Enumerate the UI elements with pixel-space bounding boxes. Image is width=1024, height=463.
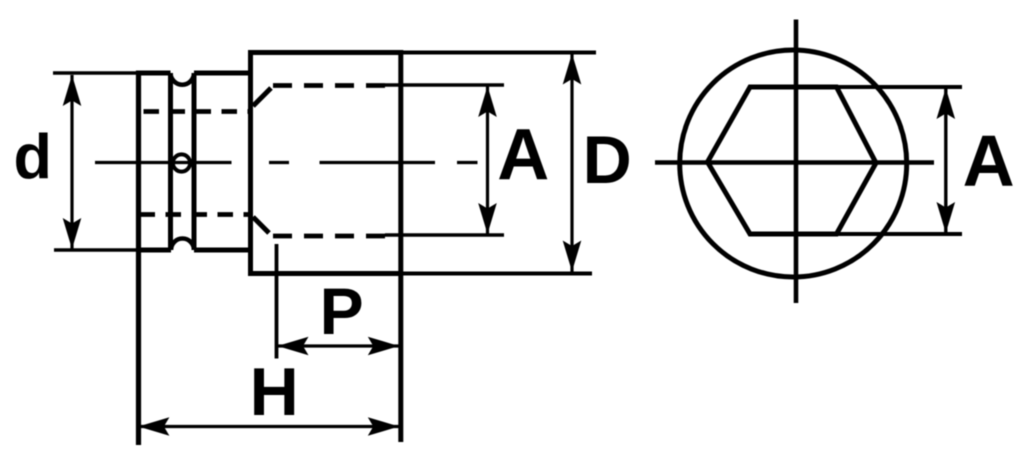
svg-text:P: P <box>320 274 364 348</box>
svg-text:H: H <box>250 354 299 430</box>
svg-text:D: D <box>583 122 632 198</box>
svg-text:A: A <box>963 121 1015 201</box>
svg-text:A: A <box>497 115 549 195</box>
svg-text:d: d <box>14 123 52 193</box>
